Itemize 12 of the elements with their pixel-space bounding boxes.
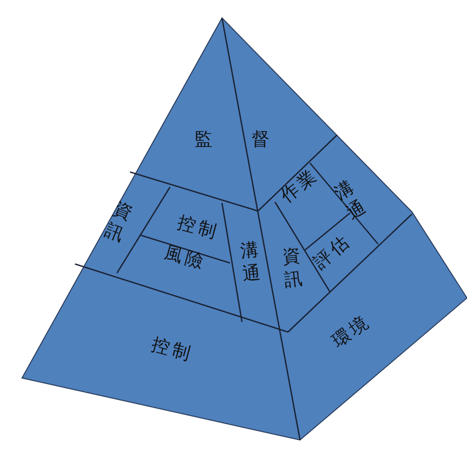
face-label: 溝通 xyxy=(238,238,262,286)
face-label: 資訊 xyxy=(280,244,304,292)
face-label: 資訊 xyxy=(100,198,136,246)
face-label: 環境 xyxy=(329,312,375,352)
face-label: 作業 xyxy=(278,166,322,206)
face-label: 評估 xyxy=(310,231,356,273)
face-label: 溝通 xyxy=(330,176,370,224)
face-label: 控制 xyxy=(175,213,221,242)
face-label: 監 xyxy=(194,130,216,150)
face-label: 督 xyxy=(252,130,272,150)
face-label: 風險 xyxy=(162,243,208,272)
face-label: 控制 xyxy=(149,335,195,364)
